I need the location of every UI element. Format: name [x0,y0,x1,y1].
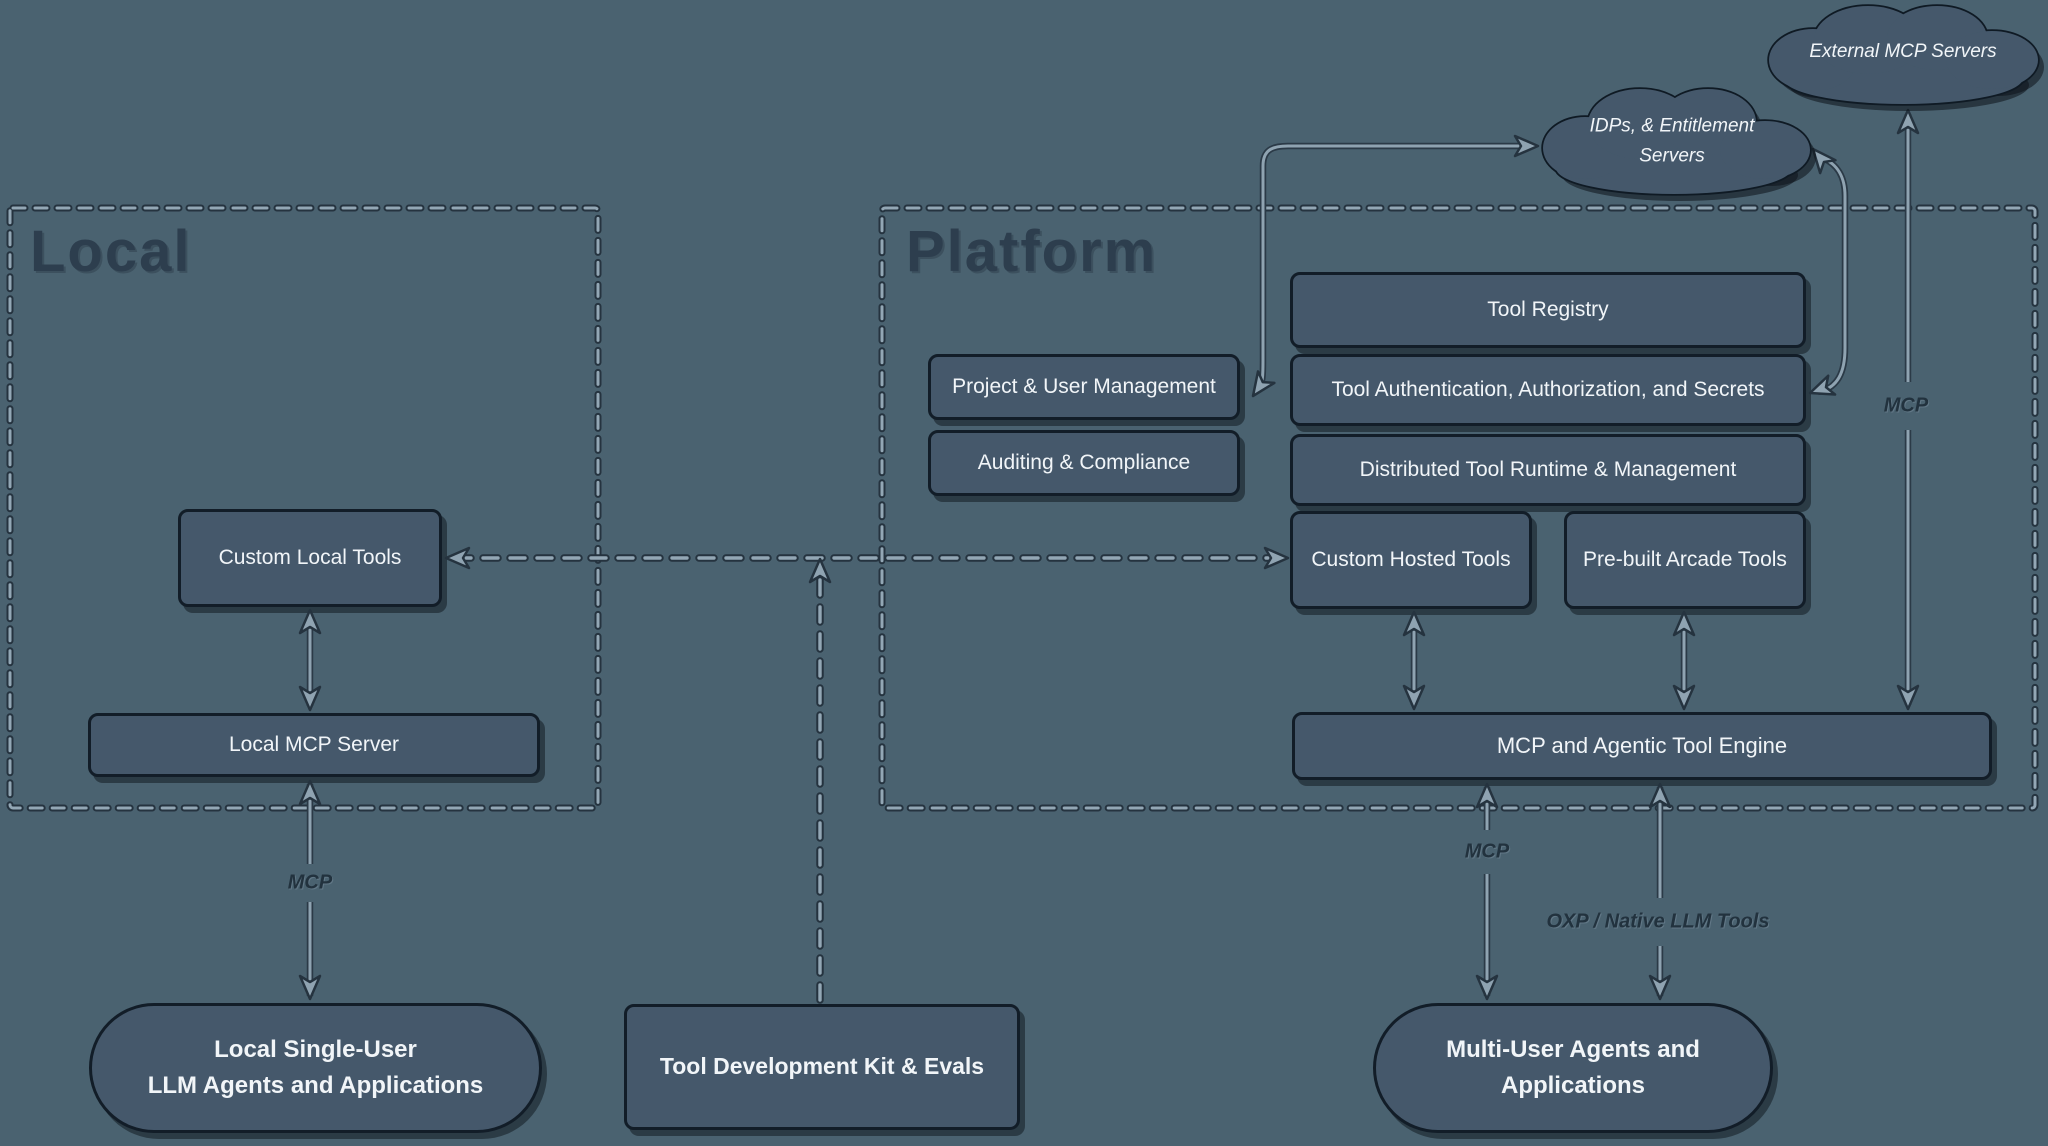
node-tool-authentication: Tool Authentication, Authorization, and … [1290,354,1806,426]
node-multi-user-agents: Multi-User Agents and Applications [1373,1003,1773,1133]
node-tool-development-kit: Tool Development Kit & Evals [624,1004,1020,1130]
node-label: Auditing & Compliance [977,451,1191,475]
node-custom-hosted-tools: Custom Hosted Tools [1290,511,1532,609]
node-label: Project & User Management [952,375,1216,399]
node-distributed-runtime: Distributed Tool Runtime & Management [1290,434,1806,506]
node-label-line2: LLM Agents and Applications [147,1072,484,1099]
node-label: Local MCP Server [228,733,399,757]
node-custom-local-tools: Custom Local Tools [178,509,442,607]
node-label: Custom Hosted Tools [1311,548,1511,572]
node-tool-registry: Tool Registry [1290,272,1806,348]
node-label: Pre-built Arcade Tools [1583,548,1787,572]
node-auditing-compliance: Auditing & Compliance [928,430,1240,496]
node-label-line1: Local Single-User [214,1036,417,1063]
node-project-user-management: Project & User Management [928,354,1240,420]
node-mcp-agentic-tool-engine: MCP and Agentic Tool Engine [1292,712,1992,780]
node-label-line2: Applications [1500,1072,1645,1099]
node-label: Tool Development Kit & Evals [659,1053,985,1080]
node-local-mcp-server: Local MCP Server [88,713,540,777]
node-prebuilt-arcade-tools: Pre-built Arcade Tools [1564,511,1806,609]
node-label-line1: Multi-User Agents and [1446,1036,1700,1063]
node-label: Distributed Tool Runtime & Management [1359,458,1737,482]
node-label: Custom Local Tools [218,546,402,570]
node-label: Tool Authentication, Authorization, and … [1331,378,1765,402]
node-label: MCP and Agentic Tool Engine [1496,732,1788,758]
node-label: Tool Registry [1487,298,1609,322]
node-local-single-user-agents: Local Single-User LLM Agents and Applica… [89,1003,542,1133]
